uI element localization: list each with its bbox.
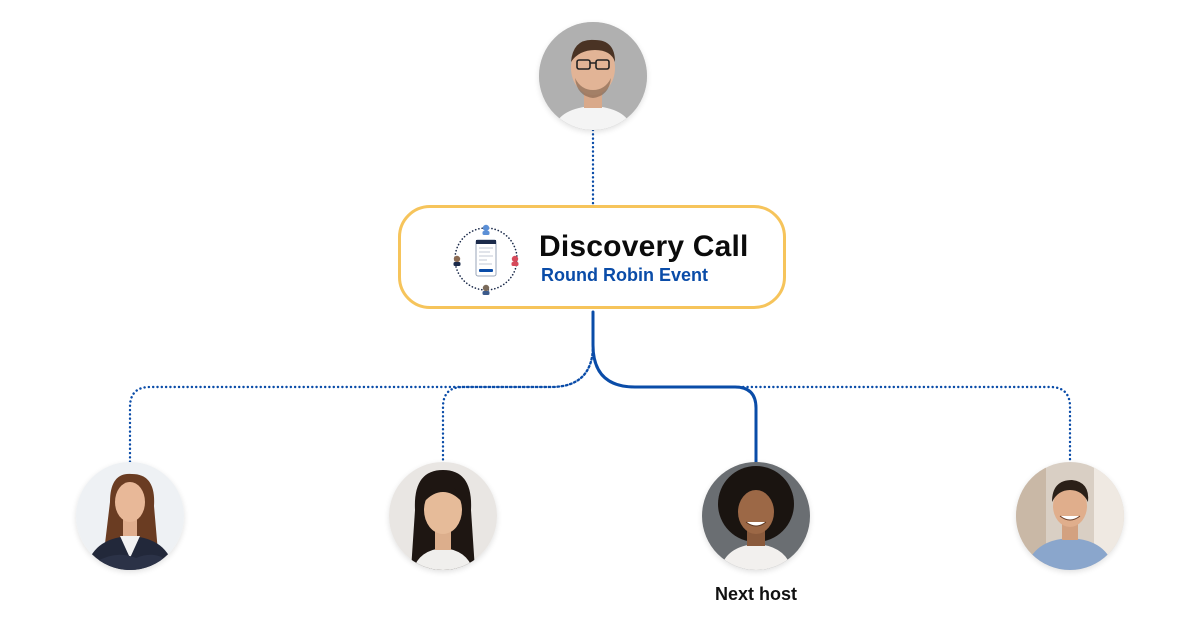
event-card[interactable]: Discovery Call Round Robin Event <box>398 205 786 309</box>
event-title: Discovery Call <box>539 230 749 263</box>
next-host-label: Next host <box>714 584 797 604</box>
organizer-avatar <box>539 22 647 130</box>
host-avatar-4 <box>1016 462 1124 570</box>
connector-event-to-host-2 <box>441 343 595 464</box>
event-type-label: Round Robin Event <box>541 265 708 285</box>
host-avatar-2 <box>389 462 497 570</box>
round-robin-icon <box>453 224 519 295</box>
connector-event-to-next-host <box>591 310 758 464</box>
host-avatar-1 <box>76 462 184 570</box>
connector-event-to-host-1 <box>128 310 595 464</box>
connector-event-to-host-4 <box>591 343 1072 464</box>
next-host-avatar <box>702 462 810 570</box>
